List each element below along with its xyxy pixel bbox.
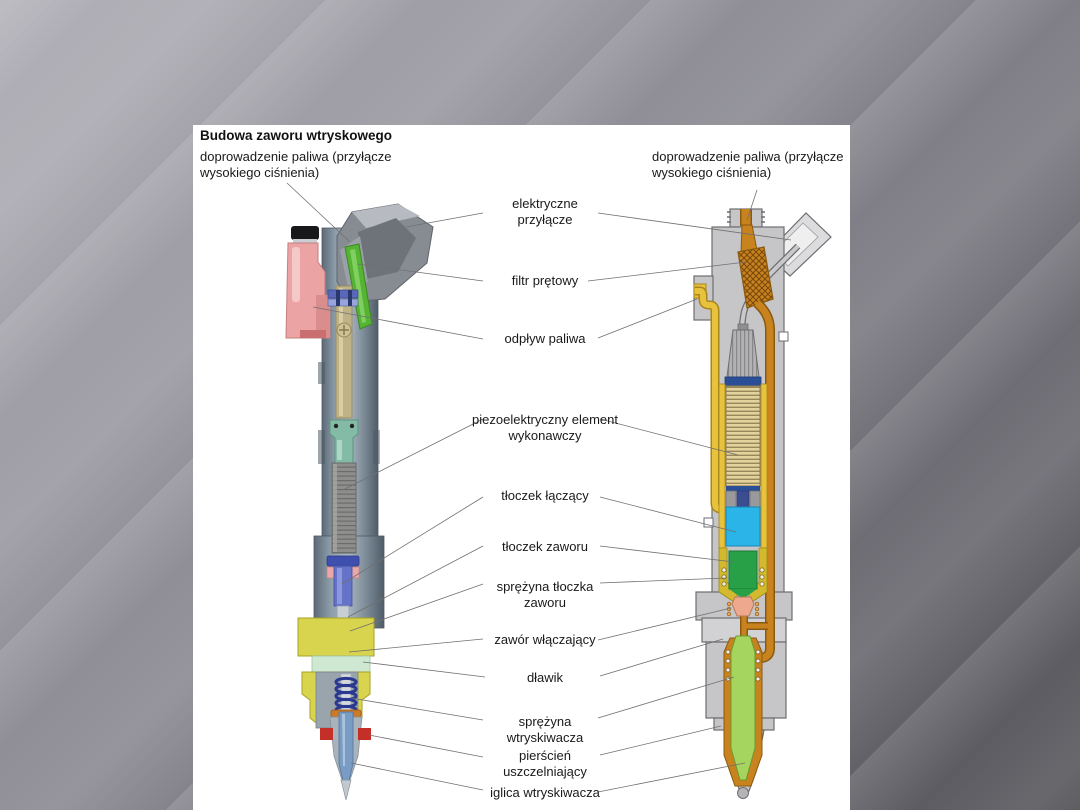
diagram-panel: Budowa zaworu wtryskowego doprowadzenie … [193,125,850,810]
callout-sealing-ring: pierścień uszczelniający [503,748,587,779]
callout-electrical-connection: elektryczne przyłącze [512,196,578,227]
callout-rod-filter: filtr prętowy [511,273,579,288]
callout-coupling-piston: tłoczek łączący [501,488,589,503]
label-fuel-supply-left: doprowadzenie paliwa (przyłącze wysokieg… [200,149,392,180]
callout-fuel-return: odpływ paliwa [504,331,586,346]
callout-switching-valve: zawór włączający [494,632,596,647]
callout-nozzle-needle: iglica wtryskiwacza [490,785,600,800]
callout-valve-piston: tłoczek zaworu [502,539,588,554]
label-fuel-supply-right: doprowadzenie paliwa (przyłącze wysokieg… [652,149,844,180]
leader-lines [286,182,792,793]
callout-throttle: dławik [526,670,564,685]
right-injector-illustration [693,208,832,799]
injector-diagram-graphics [285,182,832,801]
callout-piezo-actuator: piezoelektryczny element wykonawczy [472,412,618,443]
slide-title: Budowa zaworu wtryskowego [200,128,393,143]
callout-valve-piston-spring: sprężyna tłoczka zaworu [496,579,594,610]
callout-injector-spring: sprężyna wtryskiwacza [506,714,584,745]
left-injector-illustration [285,203,434,801]
